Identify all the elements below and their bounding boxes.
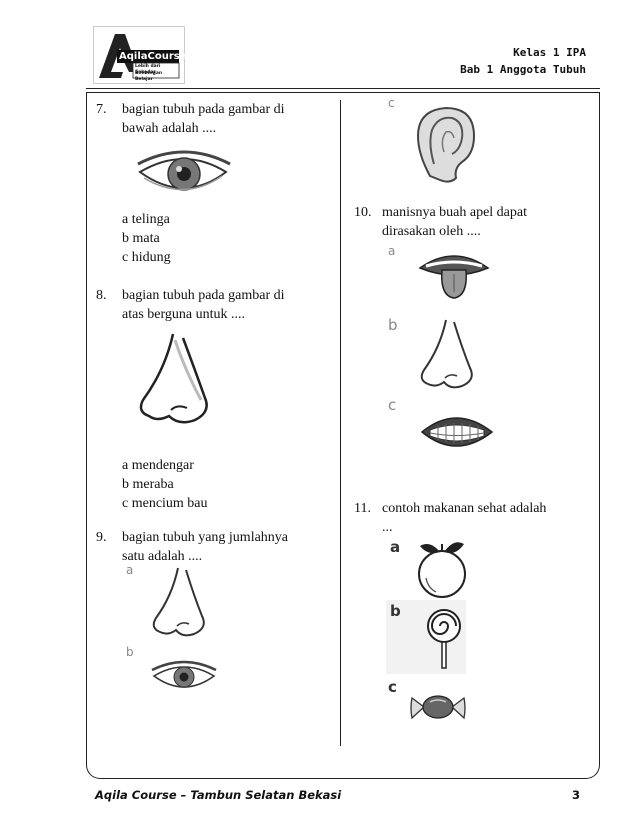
- tongue-mouth-image: [418, 248, 490, 305]
- question-text: contoh makanan sehat adalah ...: [382, 499, 546, 537]
- question-line: bawah adalah ....: [122, 121, 217, 136]
- header-labels: Kelas 1 IPA Bab 1 Anggota Tubuh: [460, 44, 586, 78]
- question-text: manisnya buah apel dapat dirasakan oleh …: [382, 203, 527, 241]
- label-c: c: [388, 678, 397, 696]
- question-text: bagian tubuh yang jumlahnya satu adalah …: [122, 528, 288, 566]
- question-11: 11. contoh makanan sehat adalah ...: [354, 499, 594, 539]
- option-a: a mendengar: [122, 458, 194, 473]
- logo-tagline-2: Bimbingan Belajar: [135, 71, 163, 82]
- question-line: satu adalah ....: [122, 549, 203, 564]
- question-10: 10. manisnya buah apel dapat dirasakan o…: [354, 203, 594, 243]
- page-number: 3: [572, 788, 581, 802]
- column-divider: [340, 100, 341, 746]
- logo: AqilaCourse Lebih dari Sekedar Bimbingan…: [93, 26, 187, 84]
- header-rule: [86, 88, 600, 89]
- label-b: b: [126, 645, 134, 659]
- label-b: b: [390, 602, 401, 620]
- question-text: bagian tubuh pada gambar di atas berguna…: [122, 286, 285, 324]
- question-line: bagian tubuh yang jumlahnya: [122, 530, 289, 545]
- label-c: c: [388, 96, 395, 110]
- question-line: ...: [382, 520, 393, 535]
- eye-image: [134, 142, 234, 209]
- option-a: a telinga: [122, 212, 170, 227]
- option-b: b mata: [122, 231, 160, 246]
- logo-icon: [93, 26, 185, 84]
- question-number: 8.: [96, 288, 107, 303]
- option-c: c hidung: [122, 250, 171, 265]
- label-c: c: [388, 396, 397, 414]
- candy-image: [408, 690, 468, 729]
- content-frame: [86, 92, 600, 779]
- question-line: bagian tubuh pada gambar di: [122, 288, 285, 303]
- question-7-options: a telinga b mata c hidung: [122, 210, 171, 267]
- label-a: a: [390, 538, 401, 556]
- question-number: 10.: [354, 205, 372, 220]
- question-line: contoh makanan sehat adalah: [382, 501, 547, 516]
- label-a: a: [388, 244, 396, 258]
- nose-image: [135, 330, 215, 435]
- question-number: 11.: [354, 501, 371, 516]
- question-line: bagian tubuh pada gambar di: [122, 102, 285, 117]
- option-b: b meraba: [122, 477, 174, 492]
- label-b: b: [388, 316, 398, 334]
- teeth-mouth-image: [420, 408, 494, 463]
- question-line: atas berguna untuk ....: [122, 307, 245, 322]
- header-rule-2: [86, 92, 600, 93]
- logo-tagline-1: Lebih dari Sekedar: [135, 64, 161, 75]
- chapter-label: Bab 1 Anggota Tubuh: [460, 63, 586, 76]
- question-line: dirasakan oleh ....: [382, 224, 481, 239]
- nose-image-q10: [418, 318, 478, 397]
- lollipop-image: b: [386, 600, 466, 674]
- ear-image: [410, 104, 482, 189]
- question-8: 8. bagian tubuh pada gambar di atas berg…: [96, 286, 336, 326]
- orange-fruit-image: [412, 538, 472, 605]
- nose-image-small: [150, 566, 210, 645]
- label-a: a: [126, 563, 134, 577]
- logo-name: AqilaCourse: [119, 51, 187, 62]
- question-9: 9. bagian tubuh yang jumlahnya satu adal…: [96, 528, 336, 568]
- footer-text: Aqila Course – Tambun Selatan Bekasi: [95, 788, 342, 802]
- question-8-options: a mendengar b meraba c mencium bau: [122, 456, 208, 513]
- question-7: 7. bagian tubuh pada gambar di bawah ada…: [96, 100, 336, 140]
- question-line: manisnya buah apel dapat: [382, 205, 528, 220]
- question-text: bagian tubuh pada gambar di bawah adalah…: [122, 100, 285, 138]
- class-label: Kelas 1 IPA: [513, 46, 586, 59]
- question-number: 9.: [96, 530, 107, 545]
- option-c: c mencium bau: [122, 496, 208, 511]
- eye-image-small: [150, 656, 218, 703]
- question-number: 7.: [96, 102, 107, 117]
